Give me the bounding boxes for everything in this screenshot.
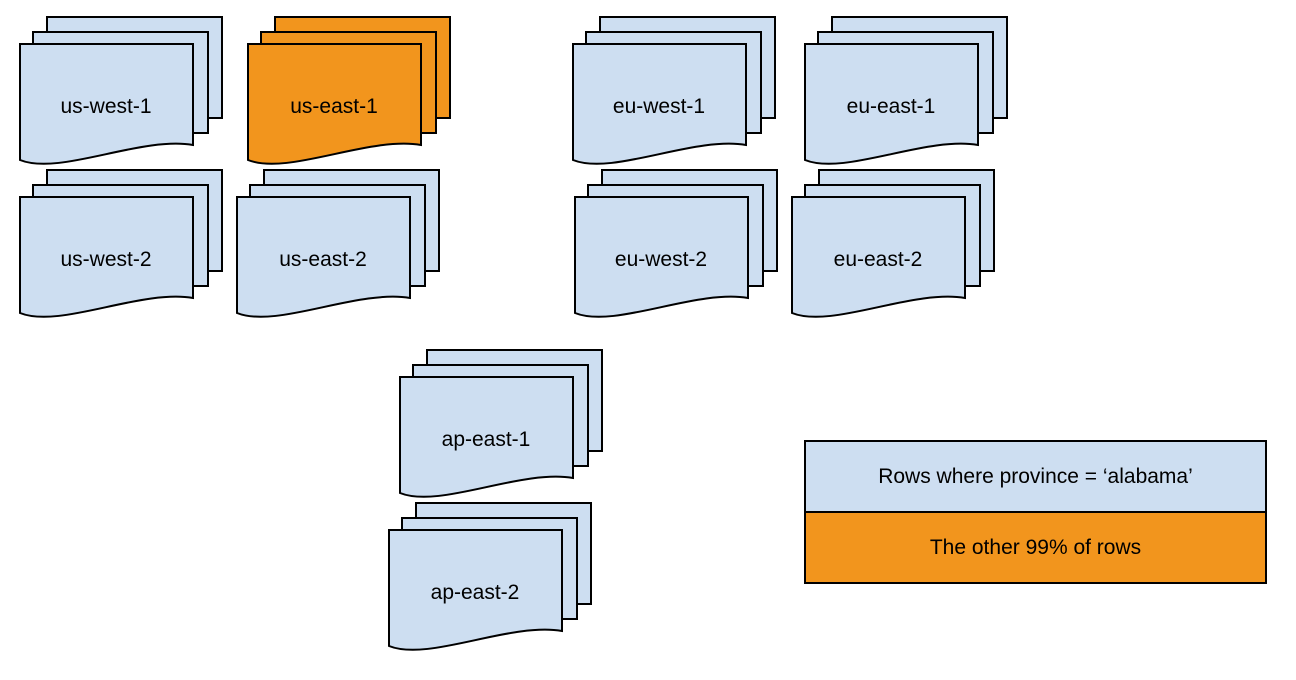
document-front-sheet xyxy=(19,196,194,318)
multi-document-icon: us-west-1 xyxy=(19,16,223,165)
document-front-sheet xyxy=(804,43,979,165)
region-label: ap-east-1 xyxy=(442,428,531,451)
region-stack-us-east-1: us-east-1 xyxy=(246,15,454,177)
multi-document-icon: eu-west-2 xyxy=(574,169,778,318)
document-front-sheet xyxy=(247,43,422,165)
region-label: eu-east-2 xyxy=(834,248,923,271)
multi-document-icon: eu-east-1 xyxy=(804,16,1008,165)
region-label: us-east-2 xyxy=(279,248,367,271)
multi-document-icon: eu-east-2 xyxy=(791,169,995,318)
region-stack-us-west-2: us-west-2 xyxy=(18,168,226,330)
multi-document-icon: eu-west-1 xyxy=(572,16,776,165)
document-front-sheet xyxy=(236,196,411,318)
document-front-sheet xyxy=(388,529,563,651)
region-stack-eu-west-1: eu-west-1 xyxy=(571,15,779,177)
region-stack-us-west-1: us-west-1 xyxy=(18,15,226,177)
legend-label-alabama-rows: Rows where province = ‘alabama’ xyxy=(878,464,1193,488)
region-label: us-east-1 xyxy=(290,95,378,118)
document-front-sheet xyxy=(791,196,966,318)
document-front-sheet xyxy=(399,376,574,498)
region-label: eu-west-2 xyxy=(615,248,707,271)
multi-document-icon: us-east-1 xyxy=(247,16,451,165)
multi-document-icon: us-east-2 xyxy=(236,169,440,318)
region-stack-eu-east-2: eu-east-2 xyxy=(790,168,998,330)
region-stack-ap-east-1: ap-east-1 xyxy=(398,348,606,510)
document-front-sheet xyxy=(574,196,749,318)
document-front-sheet xyxy=(19,43,194,165)
legend-label-other-rows: The other 99% of rows xyxy=(929,535,1142,559)
legend-item-other-rows: The other 99% of rows xyxy=(806,511,1265,582)
multi-document-icon: us-west-2 xyxy=(19,169,223,318)
region-label: eu-east-1 xyxy=(847,95,936,118)
legend: Rows where province = ‘alabama’ The othe… xyxy=(804,440,1267,584)
region-stack-eu-east-1: eu-east-1 xyxy=(803,15,1011,177)
region-stack-eu-west-2: eu-west-2 xyxy=(573,168,781,330)
document-front-sheet xyxy=(572,43,747,165)
multi-document-icon: ap-east-1 xyxy=(399,349,603,498)
region-label: us-west-1 xyxy=(60,95,151,118)
region-label: ap-east-2 xyxy=(431,581,520,604)
region-stack-us-east-2: us-east-2 xyxy=(235,168,443,330)
region-label: eu-west-1 xyxy=(613,95,705,118)
multi-document-icon: ap-east-2 xyxy=(388,502,592,651)
region-stack-ap-east-2: ap-east-2 xyxy=(387,501,595,663)
legend-item-alabama-rows: Rows where province = ‘alabama’ xyxy=(806,442,1265,511)
region-label: us-west-2 xyxy=(60,248,151,271)
